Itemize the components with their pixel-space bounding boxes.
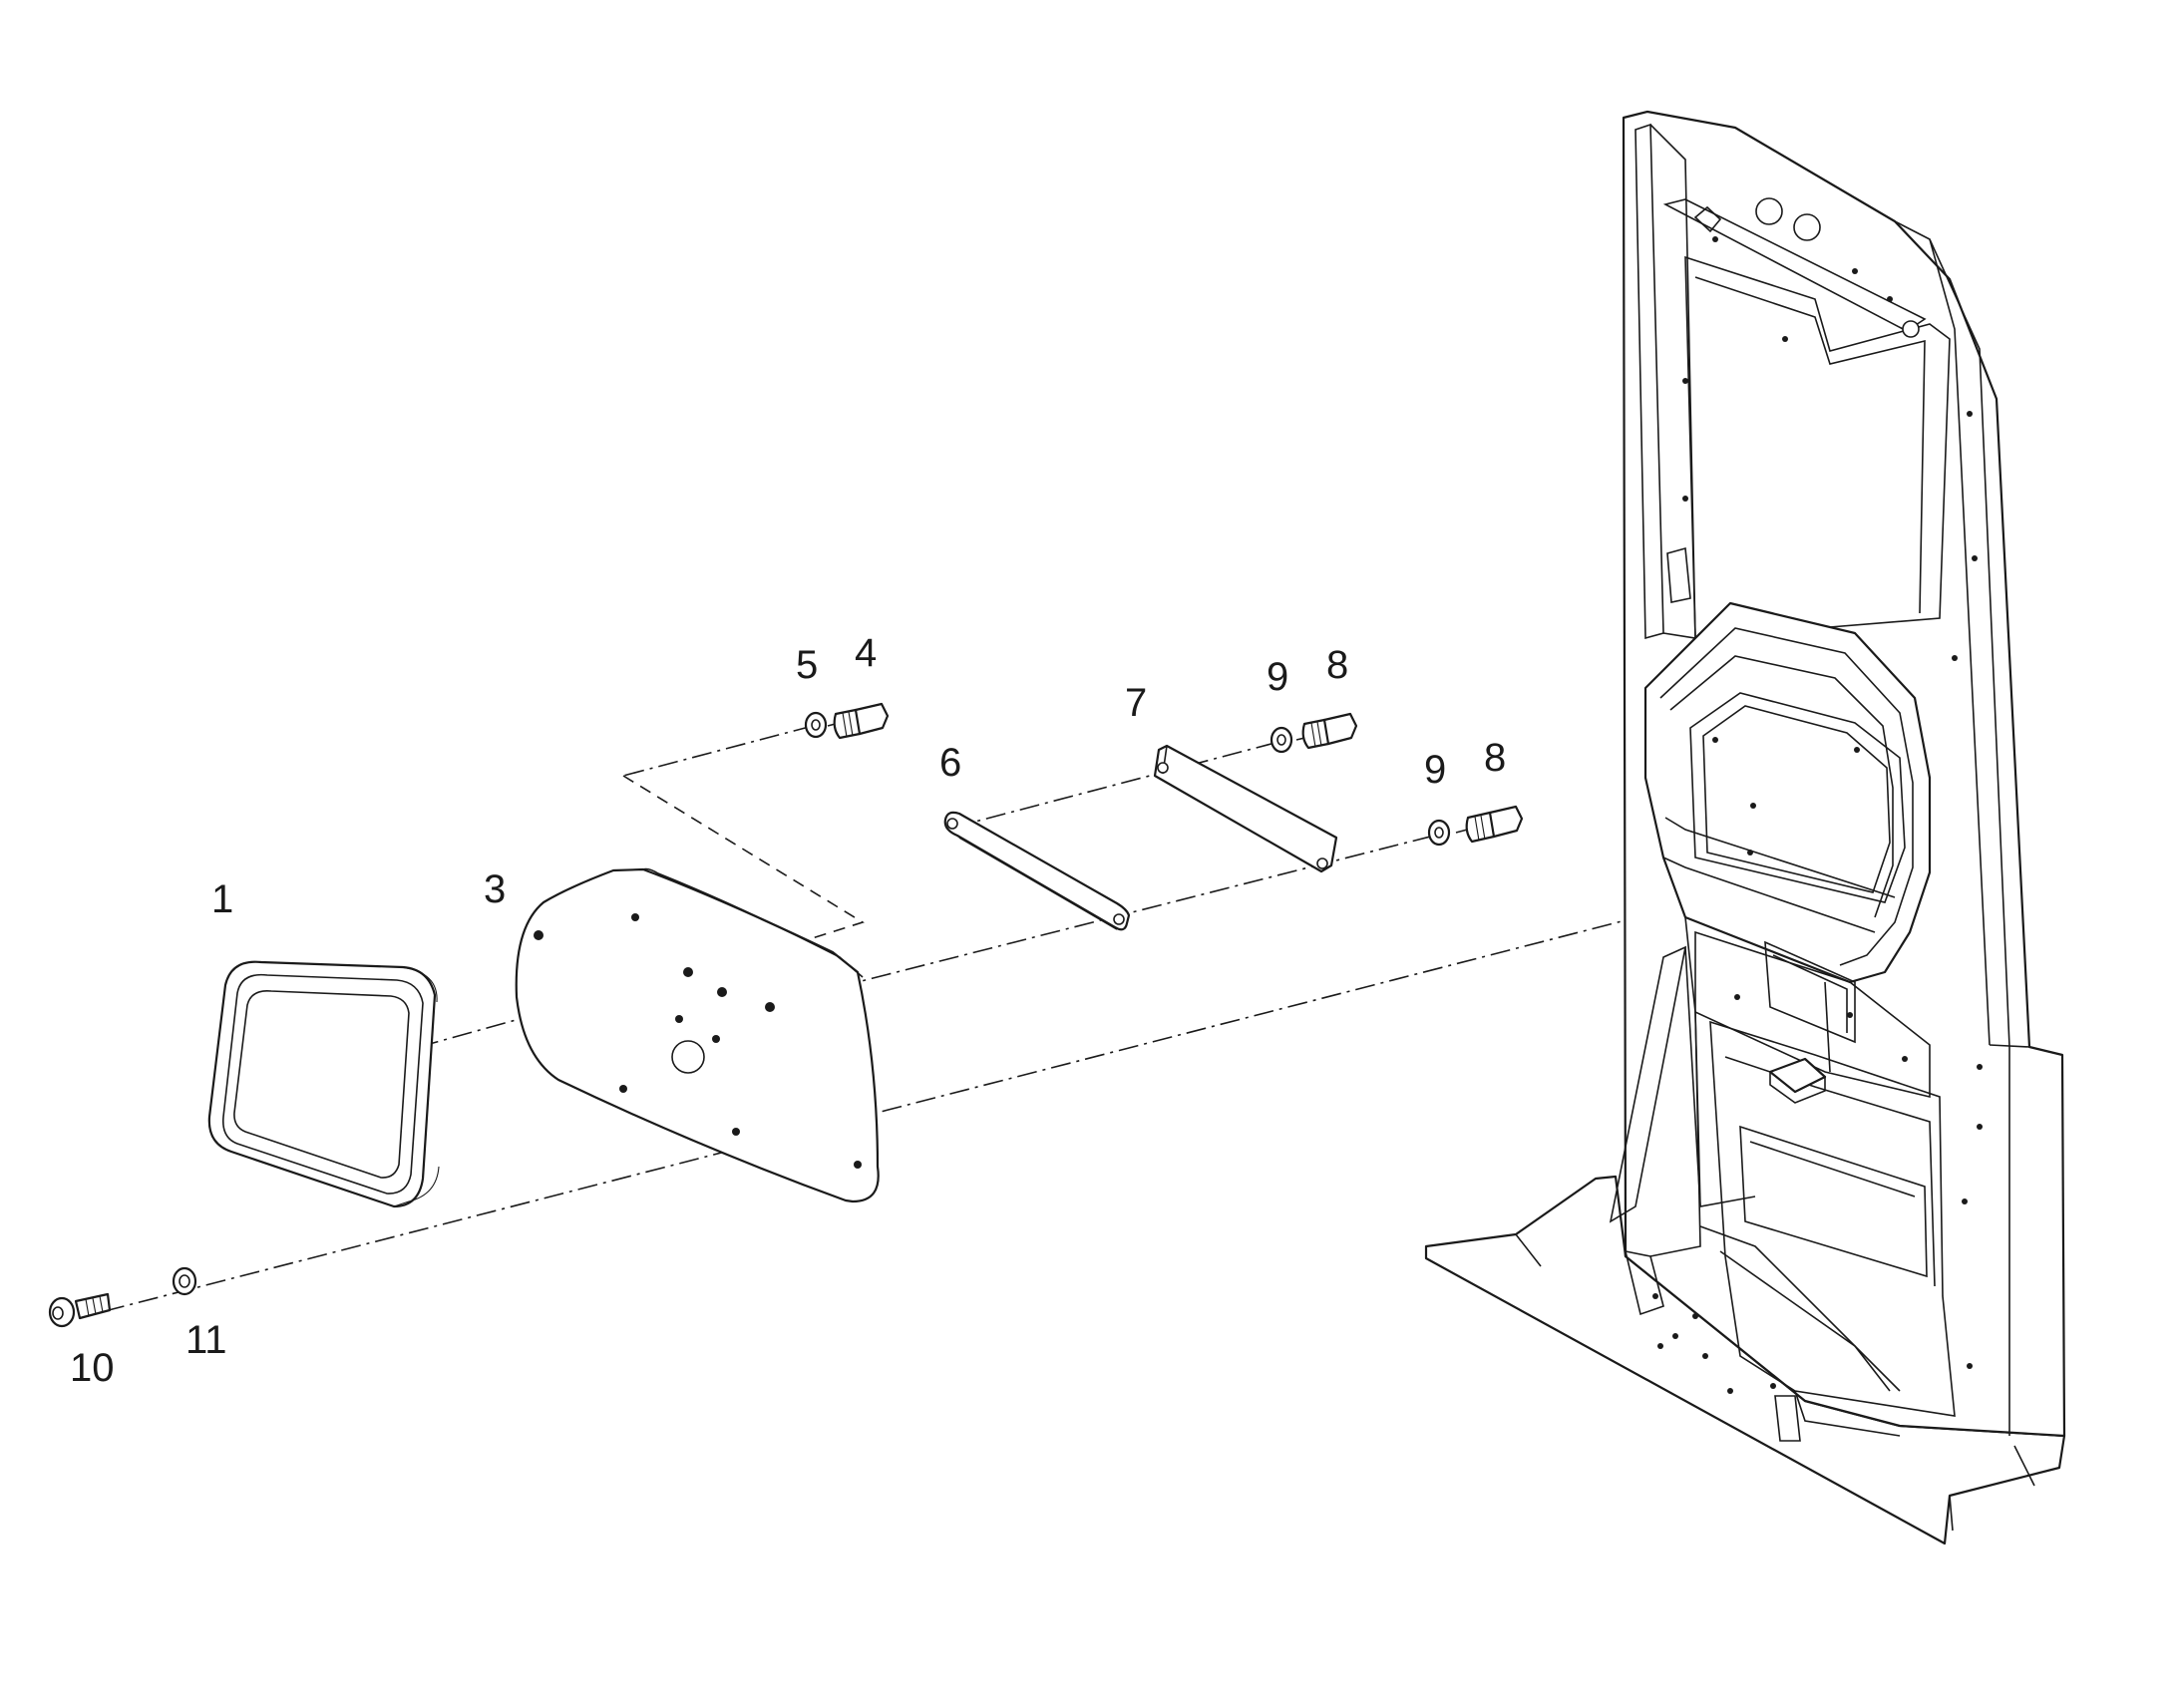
callout-11: 11	[185, 1318, 227, 1362]
plate-hole	[732, 1128, 740, 1136]
top-fitting-hole	[1755, 197, 1783, 225]
callout-1: 1	[211, 877, 233, 921]
part-6-bar	[943, 811, 1131, 931]
plate-hole	[534, 930, 544, 940]
part-3-mounting-plate	[515, 867, 880, 1203]
plate-hole	[717, 987, 727, 997]
plate-hole	[619, 1085, 627, 1093]
plate-hole	[765, 1002, 775, 1012]
part-10-screw	[48, 1292, 112, 1328]
part-11-washer	[172, 1266, 197, 1296]
callout-8: 8	[1326, 643, 1348, 687]
part-8-bolt-lower	[1465, 805, 1524, 844]
leader-bar-to-washer9b	[837, 832, 1447, 988]
callout-9: 9	[1424, 748, 1446, 792]
cab-panel-assembly	[1424, 110, 2066, 1545]
part-4-bolt	[833, 702, 890, 740]
part-8-bolt-upper	[1301, 712, 1358, 750]
plate-hole	[675, 1015, 683, 1023]
callout-3: 3	[484, 867, 506, 911]
part-7-bracket-strip	[1153, 744, 1338, 873]
leader-washer5-to-plate	[622, 725, 814, 777]
part-9-washer-lower	[1427, 819, 1451, 847]
leader-screw-to-panel	[104, 901, 1696, 1312]
part-9-washer-upper	[1270, 726, 1293, 754]
callout-7: 7	[1125, 681, 1147, 725]
plate-center-hole	[671, 1040, 705, 1074]
part-5-washer	[804, 711, 828, 739]
top-fitting-hole	[1793, 213, 1821, 241]
callout-5: 5	[796, 643, 818, 687]
callout-6: 6	[939, 741, 961, 785]
callout-8: 8	[1484, 736, 1506, 780]
plate-hole	[631, 913, 639, 921]
callout-9: 9	[1267, 655, 1288, 699]
leader-bar-to-washer9a	[951, 739, 1287, 829]
callout-4: 4	[855, 631, 877, 675]
part-1-display	[207, 960, 440, 1208]
callout-labels: 1 3 4 5 6 7 8 9 8 9 10 11	[70, 631, 1506, 1390]
plate-hole	[712, 1035, 720, 1043]
callout-10: 10	[70, 1346, 115, 1390]
plate-hole	[683, 967, 693, 977]
plate-hole	[854, 1161, 862, 1169]
